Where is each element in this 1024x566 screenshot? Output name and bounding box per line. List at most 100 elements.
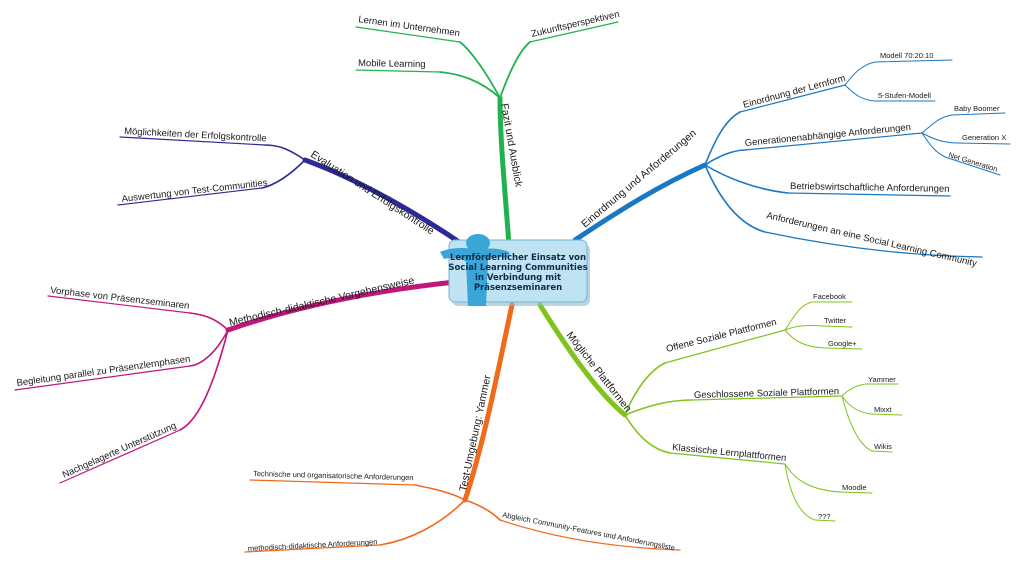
connector-geschl-yammer [841, 383, 867, 397]
lernform-item-stufen[interactable]: 5-Stufen-Modell [878, 91, 931, 100]
plattformen-item-klassische[interactable]: Klassische Lernplattformen [672, 442, 787, 464]
underline-geschl-mixxt [871, 413, 903, 416]
underline-plattformen-geschlossene [691, 395, 843, 401]
connector-klass-moodle [784, 463, 841, 493]
connector-geschl-mixxt [841, 395, 873, 415]
einordnung-item-lernform[interactable]: Einordnung der Lernform [742, 73, 847, 111]
test-item-technisch[interactable]: Technische und organisatorische Anforder… [253, 469, 414, 482]
branch-plattformen-label[interactable]: Mögliche Plattformen [564, 329, 634, 414]
connector-einordnung-slc [704, 164, 766, 233]
underline-gen-x [957, 142, 1011, 145]
underline-methodisch-vorphase [47, 295, 191, 314]
connector-fazit-mobile [439, 71, 501, 99]
central-topic-line-2: Social Learning Communities [448, 263, 587, 273]
connector-einordnung-bwl [704, 164, 789, 194]
central-topic-line-4: Präsenzseminaren [474, 283, 562, 293]
underline-test-abgleich [499, 519, 681, 551]
central-topic[interactable]: Lernförderlicher Einsatz von Social Lear… [440, 234, 590, 306]
connector-plattformen-klassische [624, 414, 671, 454]
offene-item-twitter[interactable]: Twitter [824, 316, 847, 325]
einordnung-item-bwl[interactable]: Betriebswirtschaftliche Anforderungen [790, 181, 950, 195]
branch-einordnung-trunk [572, 162, 708, 243]
branch-plattformen [537, 301, 903, 522]
connector-offene-facebook [784, 301, 813, 331]
connector-methodisch-vorphase [189, 312, 229, 331]
underline-klass-moodle [839, 491, 873, 494]
branch-test-label[interactable]: Test-Umgebung: Yammer [457, 374, 494, 493]
test-item-methodisch[interactable]: methodisch-didaktische Anforderungen [248, 537, 378, 553]
underline-methodisch-begleitung [14, 365, 191, 391]
connector-plattformen-geschlossene [624, 399, 693, 416]
underline-test-technisch [249, 479, 416, 486]
evaluation-item-auswertung[interactable]: Auswertung von Test-Communities [121, 177, 268, 205]
branch-evaluation-label[interactable]: Evaluation und Erfolgskontrolle [308, 148, 436, 237]
underline-evaluation-moeglichkeiten [119, 136, 266, 146]
einordnung-item-slc[interactable]: Anforderungen an eine Social Learning Co… [765, 210, 978, 269]
underline-einordnung-bwl [787, 192, 951, 197]
plattformen-item-geschlossene[interactable]: Geschlossene Soziale Plattformen [694, 386, 839, 401]
connector-lernform-modell [844, 61, 876, 86]
connector-offene-google [784, 329, 826, 349]
person-figure-icon [440, 234, 510, 306]
underline-fazit-mobile [355, 69, 441, 73]
connector-plattformen-offene [624, 362, 666, 416]
branch-evaluation [117, 136, 471, 251]
underline-plattformen-offene [664, 329, 786, 364]
underline-fazit-zukunft [529, 21, 619, 43]
connector-gen-baby [921, 114, 953, 134]
branch-methodisch-label[interactable]: Methodisch-didaktische Vorgehensweise [228, 275, 416, 329]
klassische-item-fragen[interactable]: ??? [818, 512, 831, 521]
underline-gen-baby [951, 112, 1006, 116]
generationen-item-baby[interactable]: Baby Boomer [954, 104, 1000, 113]
connector-fazit-zukunft [499, 41, 531, 99]
connector-fazit-lernen [459, 41, 501, 99]
central-topic-line-1: Lernförderlicher Einsatz von [450, 253, 586, 263]
connector-test-abgleich [464, 499, 501, 521]
underline-einordnung-generationen [744, 132, 923, 151]
offene-item-facebook[interactable]: Facebook [813, 292, 846, 301]
underline-einordnung-lernform [739, 84, 846, 113]
underline-einordnung-slc [764, 231, 983, 258]
klassische-item-moodle[interactable]: Moodle [842, 483, 867, 492]
generationen-item-x[interactable]: Generation X [962, 133, 1006, 142]
methodisch-item-nachgelagert[interactable]: Nachgelagerte Unterstützung [61, 420, 178, 480]
branch-test-trunk [462, 302, 515, 503]
geschlossene-item-wikis[interactable]: Wikis [874, 442, 892, 451]
test-item-abgleich[interactable]: Abgleich Community-Features und Anforder… [502, 510, 676, 552]
underline-klass-fragen [814, 519, 836, 522]
underline-offene-twitter [821, 325, 853, 328]
underline-offene-google [824, 347, 863, 350]
fazit-item-mobile[interactable]: Mobile Learning [358, 58, 426, 70]
connector-geschl-wikis [841, 395, 873, 452]
underline-plattformen-klassische [669, 452, 786, 465]
branch-evaluation-trunk [302, 157, 471, 251]
connector-offene-twitter [784, 325, 823, 331]
generationen-item-net[interactable]: Net Generation [947, 150, 998, 173]
underline-geschl-wikis [871, 450, 893, 453]
branch-fazit [355, 21, 619, 248]
methodisch-item-begleitung[interactable]: Begleitung parallel zu Präsenzlernphasen [16, 354, 191, 389]
connector-gen-net [921, 132, 946, 158]
geschlossene-item-yammer[interactable]: Yammer [868, 375, 896, 384]
plattformen-item-offene[interactable]: Offene Soziale Plattformen [665, 317, 778, 355]
branch-methodisch [14, 279, 458, 484]
connector-evaluation-auswertung [261, 159, 306, 189]
central-topic-line-3: in Verbindung mit [475, 273, 561, 283]
connector-methodisch-begleitung [189, 329, 229, 367]
branch-einordnung [572, 59, 1011, 258]
branch-test [244, 302, 681, 553]
branch-fazit-trunk [497, 95, 512, 248]
underline-test-methodisch [244, 544, 381, 553]
lernform-item-modell[interactable]: Modell 70:20:10 [880, 51, 933, 60]
fazit-item-lernen[interactable]: Lernen im Unternehmen [358, 14, 461, 39]
geschlossene-item-mixxt[interactable]: Mixxt [874, 405, 892, 414]
connector-gen-x [921, 132, 959, 144]
einordnung-item-generationen[interactable]: Generationenabhängige Anforderungen [744, 122, 911, 149]
branch-plattformen-trunk [537, 302, 628, 418]
connector-lernform-stufen [844, 84, 876, 102]
offene-item-google[interactable]: Google+ [828, 339, 857, 348]
connector-einordnung-lernform [704, 111, 741, 166]
connector-einordnung-generationen [704, 149, 746, 166]
